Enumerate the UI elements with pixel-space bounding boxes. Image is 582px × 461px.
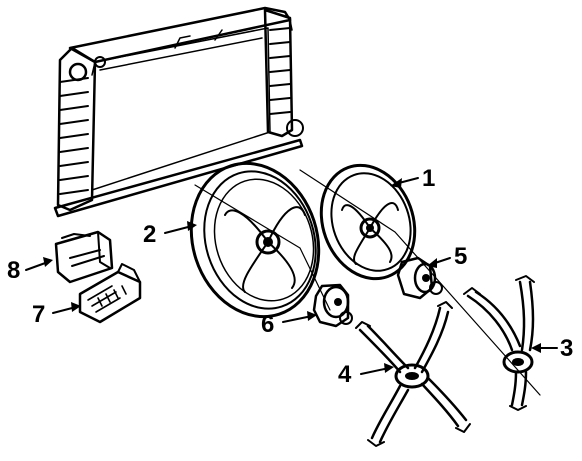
- callout-1: 1: [422, 165, 435, 192]
- callout-7: 7: [32, 301, 45, 328]
- large-fan-bracket-icon: [355, 301, 471, 447]
- callout-arrows: [25, 177, 558, 375]
- small-fan-assembly-icon: [319, 163, 417, 281]
- callout-2: 2: [143, 221, 156, 248]
- large-fan-assembly-icon: [189, 161, 321, 319]
- small-fan-bracket-icon: [463, 275, 535, 411]
- callout-5: 5: [454, 243, 467, 270]
- callout-3: 3: [560, 335, 573, 362]
- large-fan-motor-icon: [312, 283, 353, 328]
- small-fan-motor-icon: [396, 256, 443, 300]
- connector-boot-icon: [54, 230, 114, 284]
- callout-6: 6: [261, 311, 274, 338]
- assembly-axis-lines: [194, 169, 541, 396]
- callout-4: 4: [338, 361, 352, 388]
- relay-module-icon: [78, 263, 142, 324]
- radiator-icon: [53, 6, 304, 218]
- callout-8: 8: [7, 257, 20, 284]
